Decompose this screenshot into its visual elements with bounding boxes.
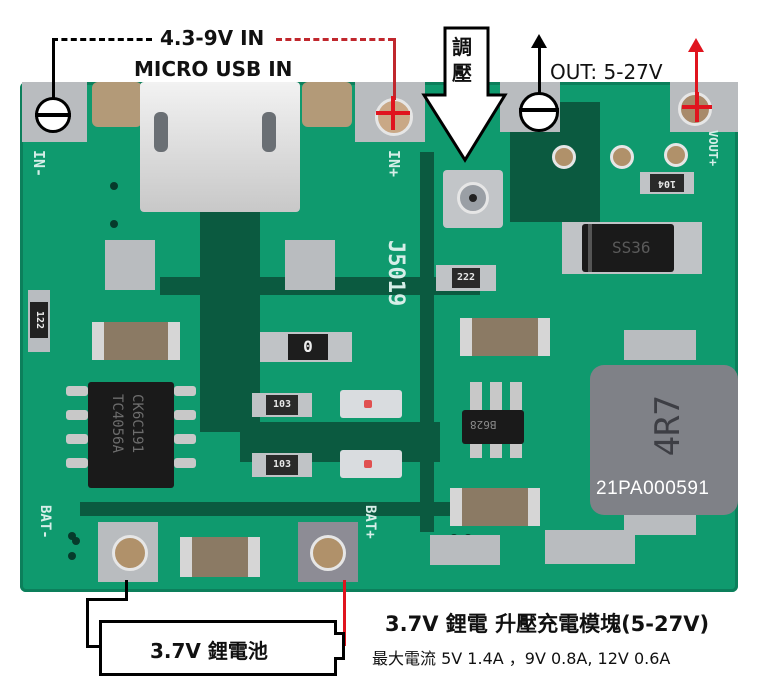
output-positive-arrow-line bbox=[695, 48, 698, 108]
battery-negative-wire bbox=[125, 580, 128, 600]
input-negative-line bbox=[52, 38, 152, 41]
output-negative-arrow-line bbox=[538, 42, 541, 100]
smd-pad bbox=[545, 530, 635, 564]
power-inductor: 4R7 bbox=[590, 365, 738, 515]
silk-in-minus: IN- bbox=[30, 150, 48, 178]
serial-number: 21PA000591 bbox=[596, 478, 710, 499]
resistor-103b: 103 bbox=[252, 453, 312, 477]
smd-pad bbox=[430, 535, 500, 565]
via bbox=[110, 220, 118, 228]
capacitor bbox=[460, 318, 550, 356]
trace bbox=[420, 152, 434, 532]
silk-bat-plus: BAT+ bbox=[362, 505, 378, 539]
battery-label: 3.7V 鋰電池 bbox=[150, 639, 268, 663]
bat-minus-hole bbox=[112, 535, 148, 571]
battery-positive-wire bbox=[343, 580, 346, 646]
input-negative-line-vertical bbox=[52, 38, 55, 98]
output-voltage-label: OUT: 5-27V bbox=[550, 60, 663, 84]
adjust-voltage-label: 調 壓 bbox=[452, 35, 472, 85]
usb-mount-pad-right bbox=[285, 240, 335, 290]
max-current-spec: 最大電流 5V 1.4A ，9V 0.8A, 12V 0.6A bbox=[372, 649, 671, 668]
silk-board-id: J5019 bbox=[383, 240, 408, 307]
via bbox=[72, 537, 80, 545]
capacitor bbox=[450, 488, 540, 526]
resistor-222: 222 bbox=[436, 265, 496, 291]
resistor-103a: 103 bbox=[252, 393, 312, 417]
micro-usb-label: MICRO USB IN bbox=[134, 57, 293, 81]
led-indicator-2 bbox=[340, 450, 402, 478]
usb-shell-pad-left bbox=[92, 82, 142, 127]
negative-terminal-icon bbox=[519, 92, 559, 132]
capacitor bbox=[92, 322, 180, 360]
boost-ic-pins-top bbox=[470, 382, 482, 410]
silk-in-plus: IN+ bbox=[385, 150, 403, 178]
ic-pins-left bbox=[66, 386, 88, 396]
input-positive-line-vertical bbox=[393, 38, 396, 100]
bat-plus-hole bbox=[310, 535, 346, 571]
positive-terminal-icon bbox=[682, 92, 712, 122]
adjust-arrow-icon bbox=[421, 26, 508, 163]
header-hole-1 bbox=[552, 145, 576, 169]
arrow-up-icon bbox=[688, 38, 704, 52]
schottky-diode: SS36 bbox=[582, 224, 674, 272]
trace bbox=[200, 212, 260, 432]
input-voltage-label: 4.3-9V IN bbox=[160, 26, 265, 50]
battery-negative-wire bbox=[86, 598, 128, 601]
usb-mount-pad-left bbox=[105, 240, 155, 290]
boost-ic-pins-bottom bbox=[470, 444, 482, 458]
battery-negative-wire bbox=[86, 598, 89, 648]
negative-terminal-icon bbox=[35, 97, 71, 133]
resistor-122: 122 bbox=[28, 290, 50, 352]
via bbox=[68, 552, 76, 560]
charger-ic: TC4056A CK6C191 bbox=[88, 382, 174, 488]
battery: 3.7V 鋰電池 bbox=[99, 620, 337, 676]
capacitor bbox=[180, 537, 260, 577]
battery-negative-wire bbox=[86, 645, 102, 648]
header-hole-2 bbox=[610, 145, 634, 169]
positive-terminal-icon bbox=[376, 96, 410, 130]
usb-shell-pad-right bbox=[302, 82, 352, 127]
boost-ic: B628 bbox=[462, 410, 524, 444]
via bbox=[110, 182, 118, 190]
module-title: 3.7V 鋰電 升壓充電模塊(5-27V) bbox=[385, 612, 710, 636]
arrow-up-icon bbox=[531, 34, 547, 48]
resistor-0: 0 bbox=[260, 332, 352, 362]
resistor-104: 104 bbox=[640, 172, 694, 194]
via bbox=[68, 532, 76, 540]
micro-usb-connector bbox=[140, 82, 300, 212]
battery-terminal bbox=[334, 632, 345, 660]
input-positive-line bbox=[276, 38, 394, 41]
potentiometer[interactable] bbox=[443, 170, 503, 228]
led-indicator-1 bbox=[340, 390, 402, 418]
trace bbox=[80, 502, 480, 516]
ic-pins-right bbox=[174, 386, 196, 396]
inductor-pad-top bbox=[624, 330, 696, 360]
silk-bat-minus: BAT- bbox=[37, 505, 53, 539]
header-hole-3 bbox=[664, 143, 688, 167]
silk-vout-plus: VOUT+ bbox=[706, 130, 720, 167]
